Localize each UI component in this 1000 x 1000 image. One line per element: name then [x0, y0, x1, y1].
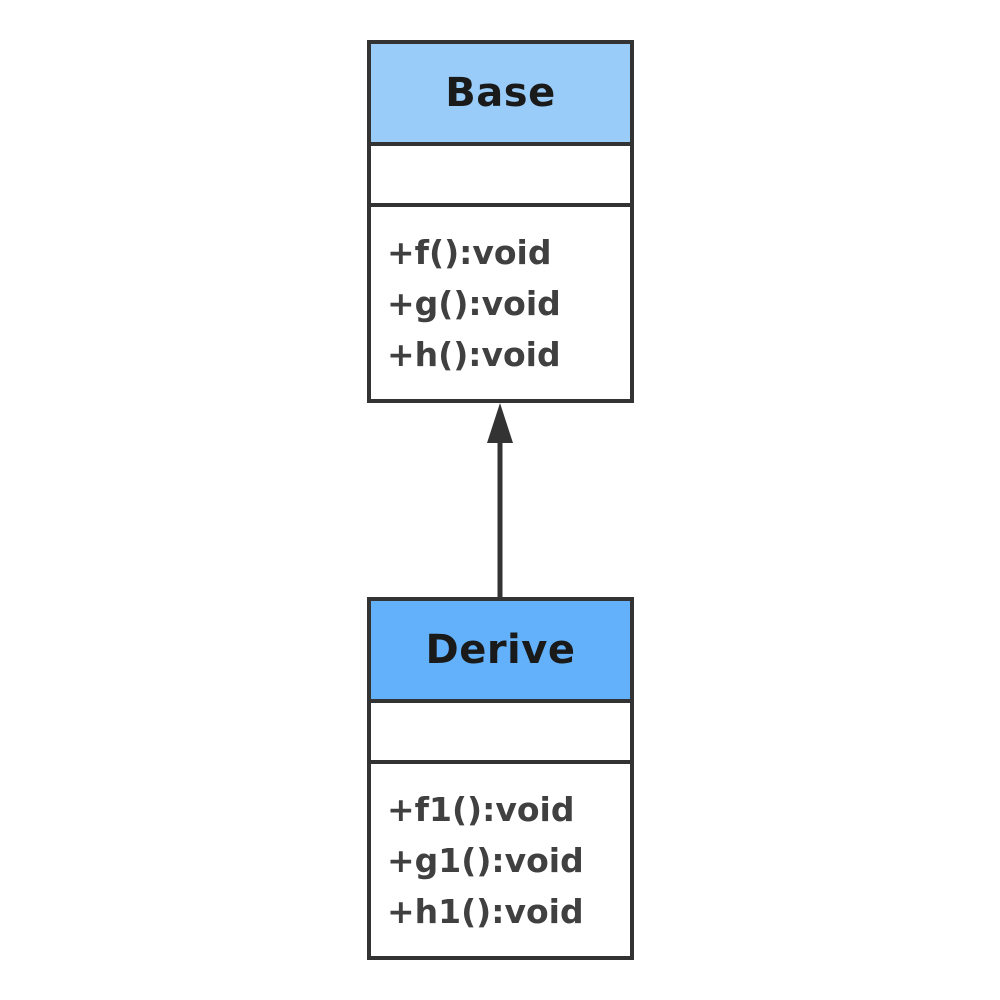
- method-item: +g1():void: [387, 840, 584, 880]
- class-title-derive: Derive: [371, 601, 630, 703]
- method-item: +h1():void: [387, 891, 584, 931]
- class-attributes-derive: [371, 703, 630, 764]
- method-item: +f1():void: [387, 789, 575, 829]
- class-methods-derive: +f1():void +g1():void +h1():void: [371, 764, 630, 956]
- method-item: +f():void: [387, 232, 552, 272]
- class-methods-base: +f():void +g():void +h():void: [371, 207, 630, 399]
- method-item: +h():void: [387, 334, 561, 374]
- class-attributes-base: [371, 146, 630, 207]
- class-box-base: Base +f():void +g():void +h():void: [367, 40, 634, 403]
- method-item: +g():void: [387, 283, 561, 323]
- class-title-base: Base: [371, 44, 630, 146]
- inheritance-arrow: [487, 403, 513, 597]
- class-box-derive: Derive +f1():void +g1():void +h1():void: [367, 597, 634, 960]
- arrowhead-icon: [487, 403, 513, 443]
